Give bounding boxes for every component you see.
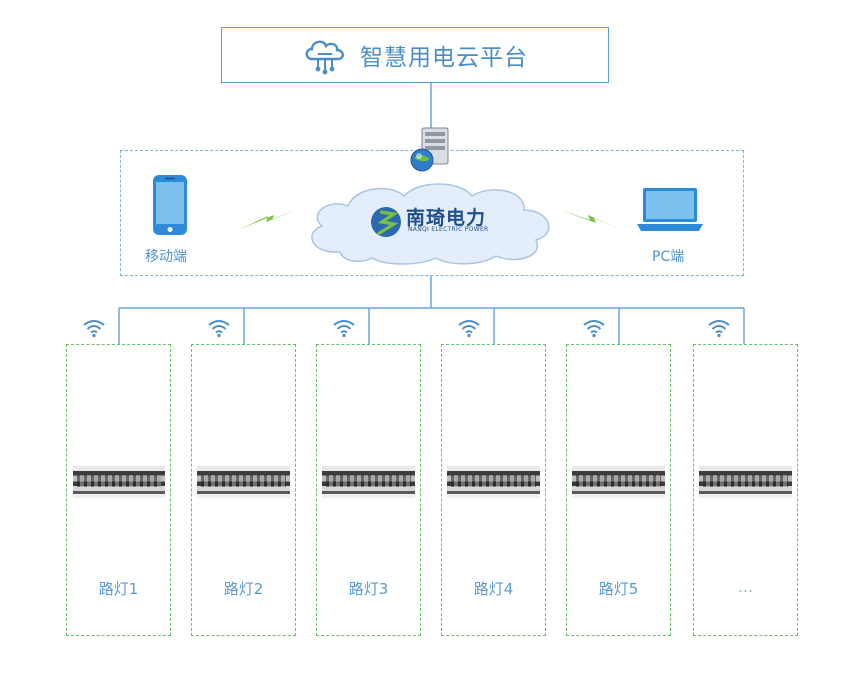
lamp-box-4 <box>441 344 546 636</box>
wifi-icon-4 <box>458 320 480 338</box>
laptop-icon <box>637 188 703 231</box>
mobile-label: 移动端 <box>145 249 187 265</box>
wireless-bolt-right-icon <box>560 210 622 230</box>
wireless-bolt-left-icon <box>238 208 300 230</box>
brand-name: 南琦电力 <box>406 207 487 229</box>
lamp-label-6: … <box>738 578 753 596</box>
lamp-controller-device-6 <box>699 466 792 498</box>
lamp-box-2 <box>191 344 296 636</box>
server-icon <box>410 127 449 172</box>
lamp-label-3: 路灯3 <box>348 580 389 598</box>
lamp-label-5: 路灯5 <box>598 580 639 598</box>
wifi-icon-1 <box>83 320 105 338</box>
lamp-box-3 <box>316 344 421 636</box>
wifi-icon-6 <box>708 320 730 338</box>
lamp-label-2: 路灯2 <box>223 580 264 598</box>
lamp-controller-device-2 <box>197 466 290 498</box>
pc-label: PC端 <box>652 249 685 265</box>
lamp-controller-device-1 <box>73 466 165 498</box>
mobile-phone-icon <box>153 175 187 235</box>
lamp-controller-device-5 <box>572 466 665 498</box>
platform-title: 智慧用电云平台 <box>360 45 528 71</box>
wifi-icon-3 <box>333 320 355 338</box>
wifi-icon-2 <box>208 320 230 338</box>
brand-cloud <box>311 183 550 265</box>
lamp-box-5 <box>566 344 671 636</box>
lamp-label-1: 路灯1 <box>98 580 139 598</box>
lamp-box-1 <box>66 344 171 636</box>
lamp-box-6 <box>693 344 798 636</box>
cloud-network-icon <box>305 40 344 75</box>
wifi-icon-5 <box>583 320 605 338</box>
lamp-controller-device-3 <box>322 466 415 498</box>
brand-subtitle: NANQI ELECTRIC POWER <box>408 226 489 233</box>
lamp-controller-device-4 <box>447 466 540 498</box>
lamp-label-4: 路灯4 <box>473 580 514 598</box>
cloud-platform-box: 智慧用电云平台 <box>221 27 609 83</box>
